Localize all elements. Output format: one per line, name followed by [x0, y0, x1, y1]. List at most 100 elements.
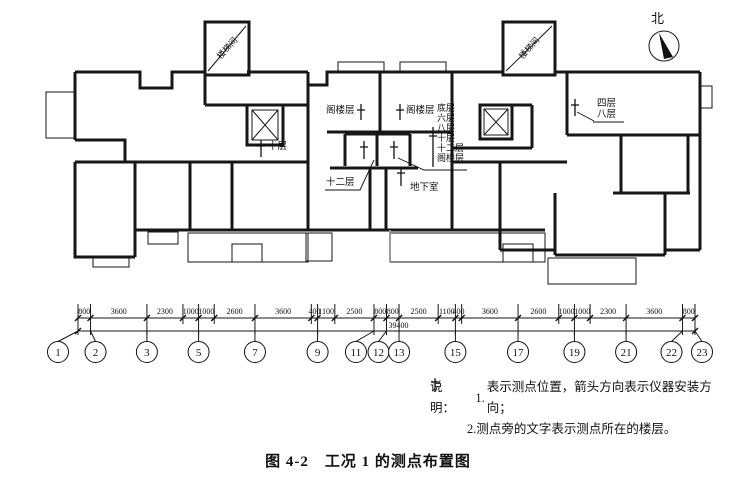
measure-point-attic-right — [396, 104, 404, 120]
dim-label: 3600 — [646, 307, 662, 316]
axis-number: 21 — [621, 347, 632, 359]
axis-number: 12 — [373, 347, 384, 359]
label-basement: 地下室 — [410, 183, 439, 193]
label-floor-stack: 底层 六层 八层 十层 十二层 阁楼层 — [437, 103, 464, 163]
stairwell-left-diagonal — [207, 25, 247, 72]
elevator-right — [478, 103, 514, 141]
dim-label: 800 — [387, 307, 399, 316]
measure-point-right-wing — [571, 99, 579, 116]
legend-item1-number: 1. — [475, 390, 485, 405]
dim-label: 1100 — [318, 307, 334, 316]
axis-number: 5 — [196, 347, 202, 359]
legend-item2-text: 2.测点旁的文字表示测点所在的楼层。 — [467, 422, 677, 436]
measure-point-core-right — [390, 141, 398, 159]
axis-bubble — [388, 341, 411, 363]
axis-number: 9 — [315, 347, 321, 359]
stack-floor-1: 底层 — [437, 103, 456, 113]
dim-label: 2300 — [157, 307, 173, 316]
dim-label: 3600 — [275, 307, 291, 316]
dim-tick — [195, 314, 203, 322]
dim-tick — [395, 314, 403, 322]
balcony-left — [187, 232, 309, 263]
axis-leader — [671, 330, 683, 342]
stack-floor-2: 六层 — [437, 113, 456, 123]
dim-label: 1000 — [559, 307, 575, 316]
label-attic-right: 阁楼层 — [406, 106, 435, 116]
axis-bubble — [344, 341, 367, 363]
dim-tick — [622, 314, 630, 322]
dim-label: 1100 — [439, 307, 455, 316]
dim-label: 800 — [683, 307, 695, 316]
elevator-left — [245, 103, 285, 147]
dim-tick — [434, 314, 442, 322]
dim-tick — [451, 314, 459, 322]
label-floor10: 十层 — [268, 142, 288, 152]
balcony-right — [547, 257, 637, 285]
dim-tick — [331, 314, 339, 322]
stack-floor-3: 八层 — [437, 123, 456, 133]
north-arrow — [648, 30, 680, 62]
dim-tick — [314, 314, 322, 322]
dim-label: 400 — [453, 307, 465, 316]
axis-number: 23 — [697, 347, 709, 359]
dim-label: 1000 — [183, 307, 199, 316]
dim-label: 1000 — [198, 307, 214, 316]
dim-tick — [678, 314, 686, 322]
balcony-center — [389, 232, 546, 263]
dim-label: 2300 — [600, 307, 616, 316]
dim-tick — [691, 314, 699, 322]
axis-bubble — [187, 341, 210, 363]
dim-label: 3600 — [111, 307, 127, 316]
axis-leader — [378, 330, 387, 342]
dim-total-label: 39400 — [389, 321, 409, 330]
measure-point-floor10 — [257, 140, 265, 157]
dim-tick — [370, 314, 378, 322]
axis-number: 3 — [144, 347, 150, 359]
leader-floor12 — [325, 159, 375, 191]
legend-item1-text: 表示测点位置，箭头方向表示仪器安装方向； — [486, 380, 712, 415]
axis-bubble — [444, 341, 467, 363]
north-label: 北 — [651, 11, 665, 26]
dim-tick — [179, 314, 187, 322]
axis-number: 2 — [93, 347, 99, 359]
leader-right-point — [576, 111, 624, 123]
figure-caption: 图 4-2 工况 1 的测点布置图 — [265, 454, 471, 470]
dim-label: 2500 — [411, 307, 427, 316]
axis-bubble — [47, 341, 69, 363]
dim-label: 400 — [308, 307, 320, 316]
axis-leader — [57, 330, 79, 342]
axis-number: 13 — [394, 347, 406, 359]
label-leaders — [325, 111, 624, 191]
dim-tick — [143, 314, 151, 322]
dim-tick — [555, 314, 563, 322]
dim-label: 3600 — [482, 307, 498, 316]
measure-point-stack — [429, 127, 437, 167]
label-right-point-floor4: 四层 — [597, 99, 617, 109]
axis-bubble — [507, 341, 530, 363]
dim-tick — [251, 314, 259, 322]
dim-label: 1000 — [574, 307, 590, 316]
axis-number: 15 — [450, 347, 462, 359]
axis-bubble — [691, 341, 713, 363]
axis-leader — [694, 330, 703, 342]
measure-point-symbols — [257, 99, 579, 186]
label-attic-left: 阁楼层 — [326, 106, 355, 116]
label-floor12: 十二层 — [326, 178, 355, 188]
axis-bubble — [306, 341, 329, 363]
axis-leader — [355, 330, 375, 342]
axis-bubble — [84, 341, 107, 363]
measure-point-basement — [397, 167, 405, 186]
dim-tick — [87, 314, 95, 322]
axis-bubble — [563, 341, 586, 363]
axis-number: 22 — [666, 347, 677, 359]
axis-number: 1 — [55, 347, 61, 359]
axis-number: 7 — [252, 347, 258, 359]
bay-window-left — [45, 91, 76, 139]
floor-plan-walls — [45, 20, 713, 285]
measure-point-core-left — [360, 141, 368, 159]
axis-bubble — [243, 341, 266, 363]
dim-tick — [458, 314, 466, 322]
